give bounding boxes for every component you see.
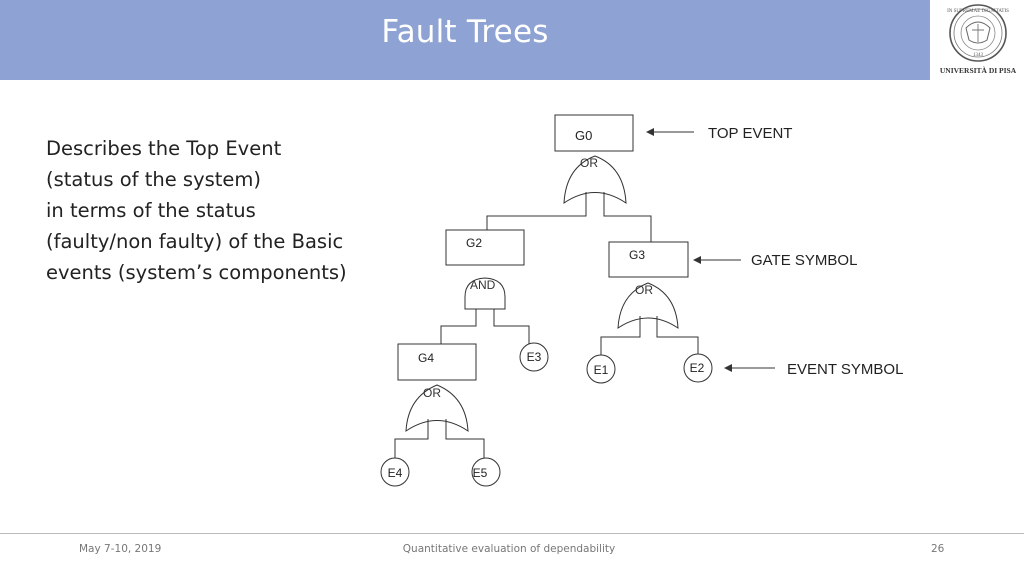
gate-g2-label: AND xyxy=(470,278,496,292)
page-number: 26 xyxy=(931,543,945,555)
event-symbol-label: EVENT SYMBOL xyxy=(787,361,903,378)
node-g4-label: G4 xyxy=(418,351,434,365)
event-e1 xyxy=(586,354,616,384)
event-e1-label: E1 xyxy=(594,363,609,377)
seal-year: 1343 xyxy=(973,53,984,58)
event-e2-label: E2 xyxy=(690,361,705,375)
event-e2 xyxy=(683,353,713,383)
top-event-label: TOP EVENT xyxy=(708,125,792,142)
footer-date: May 7-10, 2019 xyxy=(79,543,162,555)
g0-connectors xyxy=(486,192,652,242)
event-e4 xyxy=(380,457,410,487)
description: Describes the Top Event (status of the s… xyxy=(46,133,386,288)
or-gate-g4 xyxy=(405,384,469,432)
event-e3-label: E3 xyxy=(527,350,542,364)
title-bar: Fault Trees xyxy=(0,0,930,80)
or-gate-g3 xyxy=(617,282,679,329)
description-line: Describes the Top Event xyxy=(46,137,282,160)
event-e5 xyxy=(471,457,501,487)
seal-icon: IN SUPREMAE DIGNITATIS 1343 xyxy=(947,4,1009,62)
node-g4 xyxy=(397,343,477,381)
node-g3 xyxy=(608,241,689,278)
event-e4-label: E4 xyxy=(388,466,403,480)
footer-title: Quantitative evaluation of dependability xyxy=(402,543,616,555)
g3-connectors xyxy=(600,316,699,356)
slide-title: Fault Trees xyxy=(381,14,549,50)
description-line: in terms of the status xyxy=(46,199,256,222)
gate-g0-label: OR xyxy=(580,156,598,170)
event-e5-label: E5 xyxy=(473,466,488,480)
event-e3 xyxy=(519,342,549,372)
gate-g3-label: OR xyxy=(635,283,653,297)
description-line: events (system’s components) xyxy=(46,261,347,284)
gate-g4-label: OR xyxy=(423,386,441,400)
university-logo: IN SUPREMAE DIGNITATIS 1343 UNIVERSITÀ D… xyxy=(932,0,1024,80)
g2-connectors xyxy=(440,309,530,346)
g4-connectors xyxy=(394,419,485,458)
node-g2 xyxy=(445,229,525,266)
node-g0-label: G0 xyxy=(575,128,592,143)
or-gate-g0 xyxy=(563,155,627,204)
description-line: (faulty/non faulty) of the Basic xyxy=(46,230,344,253)
footer-divider xyxy=(0,533,1024,534)
node-g0 xyxy=(554,114,634,152)
description-line: (status of the system) xyxy=(46,168,262,191)
and-gate-g2 xyxy=(464,277,506,310)
node-g2-label: G2 xyxy=(466,236,482,250)
seal-ring-text: IN SUPREMAE DIGNITATIS xyxy=(947,9,1009,14)
gate-symbol-label: GATE SYMBOL xyxy=(751,252,857,269)
logo-text: UNIVERSITÀ DI PISA xyxy=(939,66,1017,75)
node-g3-label: G3 xyxy=(629,248,645,262)
